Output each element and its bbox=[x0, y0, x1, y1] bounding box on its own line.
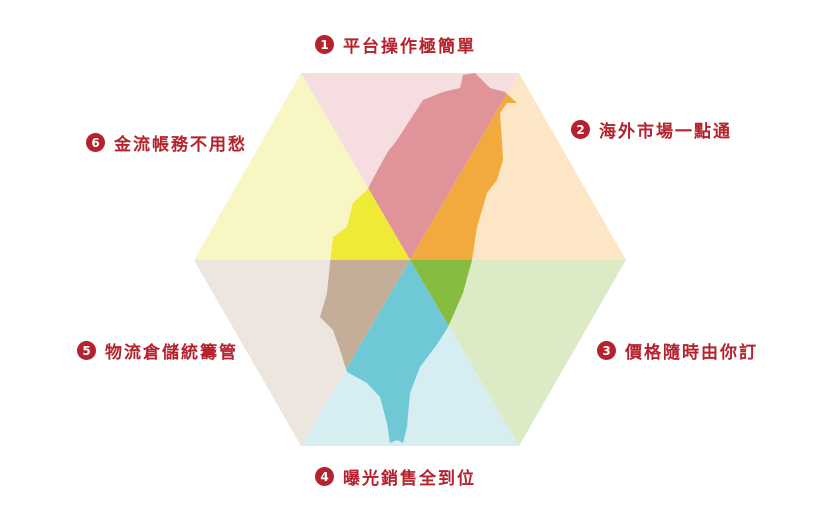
feature-label-2: 2 海外市場一點通 bbox=[571, 117, 732, 142]
feature-label-6: 6 金流帳務不用愁 bbox=[86, 130, 247, 155]
number-badge: 5 bbox=[77, 341, 96, 360]
taiwan-map-segment-4 bbox=[320, 260, 517, 443]
taiwan-map-segment-2 bbox=[410, 73, 517, 260]
number-badge: 4 bbox=[315, 467, 334, 486]
triangle-segment-3 bbox=[410, 260, 626, 446]
number-badge: 3 bbox=[597, 341, 616, 360]
feature-text: 價格隨時由你訂 bbox=[625, 343, 758, 363]
number-badge: 1 bbox=[315, 35, 334, 54]
feature-text: 曝光銷售全到位 bbox=[343, 469, 476, 489]
feature-text: 物流倉儲統籌管 bbox=[105, 343, 238, 363]
feature-label-4: 4 曝光銷售全到位 bbox=[315, 464, 476, 489]
feature-text: 海外市場一點通 bbox=[599, 122, 732, 142]
feature-label-1: 1 平台操作極簡單 bbox=[315, 32, 476, 57]
feature-label-3: 3 價格隨時由你訂 bbox=[597, 338, 758, 363]
number-badge: 6 bbox=[86, 133, 105, 152]
number-badge: 2 bbox=[571, 120, 590, 139]
feature-text: 金流帳務不用愁 bbox=[114, 135, 247, 155]
feature-text: 平台操作極簡單 bbox=[343, 37, 476, 57]
feature-label-5: 5 物流倉儲統籌管 bbox=[77, 338, 238, 363]
